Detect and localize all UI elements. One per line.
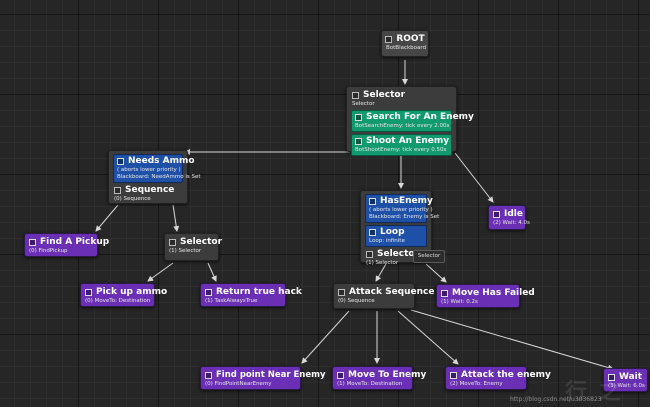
selector-ammo-node[interactable]: Selector (1) Selector bbox=[164, 233, 223, 261]
link-selector-idle bbox=[454, 152, 494, 203]
decorator-icon bbox=[117, 158, 124, 165]
decorator-needs-ammo[interactable]: Needs Ammo ( aborts lower priority ) Bla… bbox=[113, 154, 201, 183]
task-icon bbox=[450, 372, 457, 379]
service-shoot-sub: BotShootEnemy: tick every 0.50s bbox=[355, 147, 447, 153]
service-search-title: Search For An Enemy bbox=[366, 112, 474, 122]
needs-ammo-title: Needs Ammo bbox=[128, 156, 195, 166]
selector-ammo-title: Selector bbox=[180, 237, 223, 247]
move-failed-node[interactable]: Move Has Failed (1) Wait: 0.2s bbox=[436, 284, 535, 308]
has-enemy-sub1: ( aborts lower priority ) bbox=[369, 207, 433, 213]
selector-icon bbox=[352, 92, 359, 99]
link-sequence-findpickup bbox=[95, 204, 119, 232]
wait-title: Wait bbox=[619, 372, 643, 382]
link-sequence-selector bbox=[172, 204, 180, 232]
idle-node[interactable]: Idle (2) Wait: 4.0s bbox=[488, 205, 530, 230]
has-enemy-selector-title: Selector bbox=[377, 249, 420, 259]
link-ammosel-return bbox=[207, 262, 217, 282]
selector-main-title: Selector bbox=[363, 90, 406, 100]
find-point-node[interactable]: Find point Near Enemy (0) FindPointNearE… bbox=[200, 366, 326, 390]
find-point-sub: (0) FindPointNearEnemy bbox=[205, 381, 272, 387]
find-pickup-sub: (0) FindPickup bbox=[29, 248, 68, 254]
link-ammosel-pickup bbox=[147, 262, 174, 282]
task-icon bbox=[29, 239, 36, 246]
decorator-icon bbox=[369, 198, 376, 205]
selector-icon bbox=[169, 239, 176, 246]
loop-title: Loop bbox=[380, 227, 405, 237]
task-icon bbox=[337, 372, 344, 379]
selector-icon bbox=[366, 251, 373, 258]
task-icon bbox=[85, 289, 92, 296]
selector-ammo-sub: (1) Selector bbox=[169, 248, 202, 254]
service-icon bbox=[355, 114, 362, 121]
node-type-tooltip: Selector bbox=[413, 250, 445, 263]
task-icon bbox=[608, 374, 615, 381]
idle-title: Idle bbox=[504, 209, 523, 219]
move-failed-title: Move Has Failed bbox=[452, 288, 535, 298]
pick-up-ammo-sub: (0) MoveTo: Destination bbox=[85, 298, 151, 304]
loop-icon bbox=[369, 229, 376, 236]
has-enemy-selector-sub: (1) Selector bbox=[366, 260, 399, 266]
find-point-title: Find point Near Enemy bbox=[216, 370, 326, 380]
root-node[interactable]: ROOT BotBlackboard bbox=[381, 30, 429, 57]
attack-sequence-node[interactable]: Attack Sequence (0) Sequence bbox=[333, 283, 434, 309]
has-enemy-selector-node[interactable]: HasEnemy ( aborts lower priority ) Black… bbox=[360, 190, 440, 266]
pick-up-ammo-node[interactable]: Pick up ammo (0) MoveTo: Destination bbox=[80, 283, 167, 307]
sequence-icon bbox=[338, 289, 345, 296]
decorator-loop[interactable]: Loop Loop: infinite bbox=[365, 225, 427, 247]
needs-ammo-sequence-node[interactable]: Needs Ammo ( aborts lower priority ) Bla… bbox=[108, 150, 201, 204]
wait-node[interactable]: Wait (3) Wait: 6.0s bbox=[603, 368, 648, 392]
link-attack-findpoint bbox=[301, 310, 350, 364]
sequence-icon bbox=[114, 187, 121, 194]
task-icon bbox=[205, 289, 212, 296]
wait-sub: (3) Wait: 6.0s bbox=[608, 383, 645, 389]
task-icon bbox=[493, 211, 500, 218]
move-to-enemy-sub: (1) MoveTo: Destination bbox=[337, 381, 403, 387]
has-enemy-sub2: Blackboard: Enemy is Set bbox=[369, 214, 440, 220]
idle-sub: (2) Wait: 4.0s bbox=[493, 220, 530, 226]
attack-sequence-title: Attack Sequence bbox=[349, 287, 435, 297]
link-enemysel-movefailed bbox=[425, 263, 447, 283]
attack-enemy-node[interactable]: Attack the enemy (2) MoveTo: Enemy bbox=[445, 366, 551, 390]
return-true-sub: (1) TaskAlwaysTrue bbox=[205, 298, 258, 304]
root-icon bbox=[385, 36, 393, 43]
sequence-title: Sequence bbox=[125, 185, 175, 195]
service-search-enemy[interactable]: Search For An Enemy BotSearchEnemy: tick… bbox=[351, 110, 474, 132]
attack-sequence-sub: (0) Sequence bbox=[338, 298, 375, 304]
service-shoot-title: Shoot An Enemy bbox=[366, 136, 450, 146]
watermark-logo: 行 之 bbox=[565, 380, 623, 405]
watermark-url: http://blog.csdn.net/u3036823 bbox=[510, 396, 602, 403]
task-icon bbox=[205, 372, 212, 379]
task-icon bbox=[441, 290, 448, 297]
needs-ammo-sub2: Blackboard: NeedAmmo is Set bbox=[117, 174, 201, 180]
link-attack-wait bbox=[410, 309, 614, 371]
root-title: ROOT bbox=[396, 34, 425, 44]
selector-main-sub: Selector bbox=[352, 101, 375, 107]
move-to-enemy-node[interactable]: Move To Enemy (1) MoveTo: Destination bbox=[332, 366, 426, 390]
has-enemy-title: HasEnemy bbox=[380, 196, 433, 206]
move-failed-sub: (1) Wait: 0.2s bbox=[441, 299, 478, 305]
find-pickup-title: Find A Pickup bbox=[40, 237, 110, 247]
loop-sub: Loop: infinite bbox=[369, 238, 405, 244]
attack-enemy-title: Attack the enemy bbox=[461, 370, 551, 380]
sequence-sub: (0) Sequence bbox=[114, 196, 151, 202]
pick-up-ammo-title: Pick up ammo bbox=[96, 287, 168, 297]
selector-main-node[interactable]: Selector Selector Search For An Enemy Bo… bbox=[346, 86, 474, 156]
attack-enemy-sub: (2) MoveTo: Enemy bbox=[450, 381, 503, 387]
service-shoot-enemy[interactable]: Shoot An Enemy BotShootEnemy: tick every… bbox=[351, 134, 452, 156]
return-true-title: Return true hack bbox=[216, 287, 302, 297]
service-icon bbox=[355, 138, 362, 145]
move-to-enemy-title: Move To Enemy bbox=[348, 370, 427, 380]
service-search-sub: BotSearchEnemy: tick every 2.00s bbox=[355, 123, 450, 129]
return-true-node[interactable]: Return true hack (1) TaskAlwaysTrue bbox=[200, 283, 302, 307]
find-pickup-node[interactable]: Find A Pickup (0) FindPickup bbox=[24, 233, 109, 257]
decorator-has-enemy[interactable]: HasEnemy ( aborts lower priority ) Black… bbox=[365, 194, 440, 223]
root-sub: BotBlackboard bbox=[386, 45, 427, 51]
link-attack-attackenemy bbox=[397, 310, 459, 365]
needs-ammo-sub1: ( aborts lower priority ) bbox=[117, 167, 181, 173]
